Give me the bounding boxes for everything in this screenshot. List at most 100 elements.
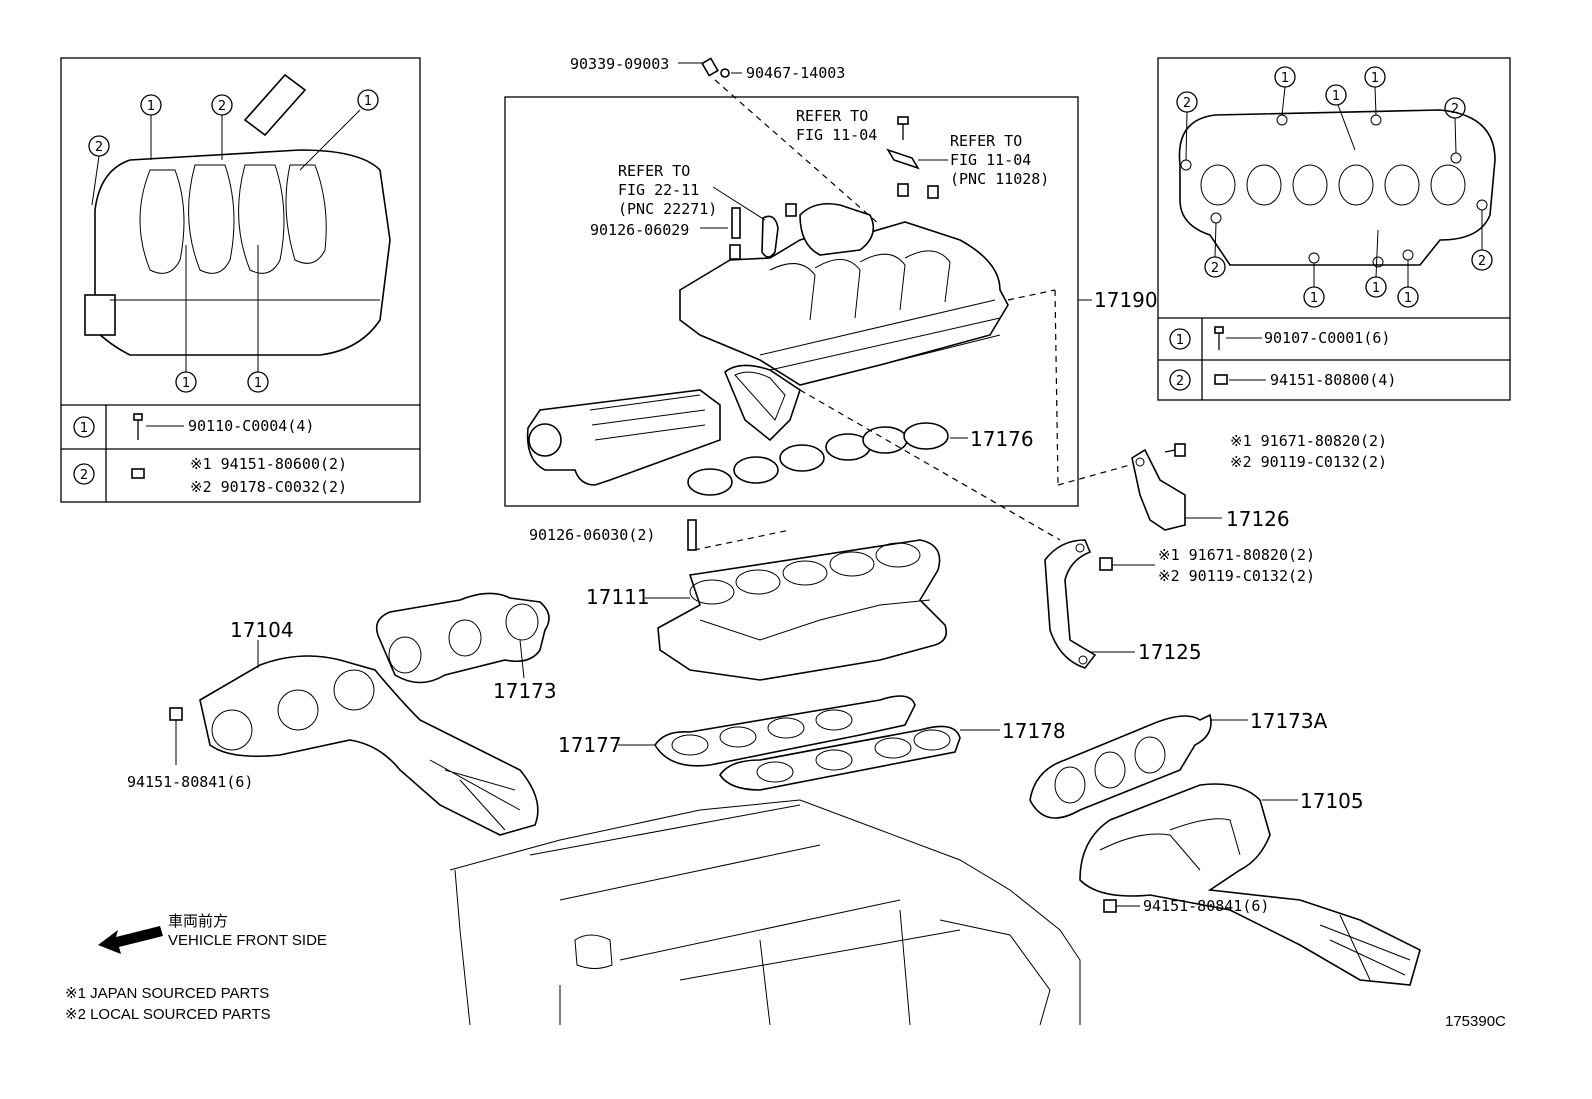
legend-part: 90107-C0001(6) bbox=[1264, 329, 1390, 347]
label-17105: 17105 bbox=[1300, 789, 1364, 813]
callout-circle bbox=[88, 135, 110, 157]
label-17104: 17104 bbox=[230, 618, 294, 642]
callout-number: 1 bbox=[364, 94, 372, 109]
callout-number: 1 bbox=[147, 99, 155, 114]
figure-code: 175390C bbox=[1445, 1013, 1506, 1030]
exhaust-gasket-17173A bbox=[1029, 713, 1248, 819]
o-ring-gaskets bbox=[687, 422, 949, 496]
lower-intake-manifold-17111 bbox=[645, 519, 948, 681]
legend-number: 2 bbox=[80, 468, 88, 483]
nut-icon bbox=[1103, 899, 1117, 913]
label-refer-fig-11-04: REFER TO bbox=[796, 107, 868, 125]
part-labels: 90339-09003 90467-14003 REFER TO FIG 11-… bbox=[127, 55, 1387, 915]
callout-number: 1 bbox=[1371, 71, 1379, 86]
legend-part: ※2 90178-C0032(2) bbox=[190, 478, 347, 496]
intake-manifold-assembly-box bbox=[504, 57, 1131, 541]
filter-screen-icon bbox=[761, 215, 779, 258]
gaskets-17177-17178 bbox=[618, 695, 1000, 791]
label-17126-fastener-2: ※2 90119-C0132(2) bbox=[1230, 453, 1387, 471]
note-local-sourced: ※2 LOCAL SOURCED PARTS bbox=[65, 1006, 271, 1023]
label-17177: 17177 bbox=[558, 733, 622, 757]
bolt-icon bbox=[1214, 326, 1224, 350]
right-inset-legend: 1 90107-C0001(6) 2 94151-80800(4) bbox=[1169, 326, 1396, 391]
bracket-clip-icon bbox=[886, 148, 920, 170]
callout-number: 1 bbox=[1310, 291, 1318, 306]
legend-part: ※1 94151-80600(2) bbox=[190, 455, 347, 473]
label-refer-pnc-22271: REFER TO bbox=[618, 162, 690, 180]
right-inset-gasket-drawing bbox=[1178, 86, 1496, 287]
label-94151-80841-right: 94151-80841(6) bbox=[1143, 897, 1269, 915]
nut-icon bbox=[169, 707, 183, 721]
right-inset: 2 1 1 1 2 2 2 1 1 1 1 90107-C0001(6) 2 9… bbox=[1157, 57, 1511, 401]
throttle-body bbox=[526, 389, 721, 486]
label-17126-fastener-1: ※1 91671-80820(2) bbox=[1230, 432, 1387, 450]
callout-number: 1 bbox=[1281, 71, 1289, 86]
washer-icon bbox=[720, 68, 730, 78]
callout-number: 2 bbox=[95, 140, 103, 155]
right-inset-callouts: 2 1 1 1 2 2 2 1 1 1 bbox=[1176, 66, 1493, 308]
legend-number: 2 bbox=[1176, 374, 1184, 389]
callout-number: 1 bbox=[1372, 281, 1380, 296]
engine-block-outline bbox=[449, 799, 1081, 1026]
label-17125-fastener-2: ※2 90119-C0132(2) bbox=[1158, 567, 1315, 585]
label-17111: 17111 bbox=[586, 585, 650, 609]
callout-number: 1 bbox=[254, 376, 262, 391]
label-17125-fastener-1: ※1 91671-80820(2) bbox=[1158, 546, 1315, 564]
nut-icon bbox=[1214, 374, 1228, 385]
exhaust-manifold-17104 bbox=[169, 640, 539, 836]
cap-icon bbox=[927, 185, 939, 199]
callout-circle bbox=[357, 89, 379, 111]
note-japan-sourced: ※1 JAPAN SOURCED PARTS bbox=[65, 985, 269, 1002]
label-17173: 17173 bbox=[493, 679, 557, 703]
label-refer-pnc-11028: REFER TO bbox=[950, 132, 1022, 150]
label-17126: 17126 bbox=[1226, 507, 1290, 531]
callout-number: 2 bbox=[218, 99, 226, 114]
legend-part: 90110-C0004(4) bbox=[188, 417, 314, 435]
callout-number: 2 bbox=[1183, 96, 1191, 111]
exhaust-gasket-17173 bbox=[375, 592, 550, 684]
exhaust-manifold-17105 bbox=[1079, 783, 1421, 986]
screw-icon bbox=[701, 57, 719, 77]
label-17190: 17190 bbox=[1094, 288, 1158, 312]
callout-number: 1 bbox=[1404, 291, 1412, 306]
callout-number: 1 bbox=[1332, 89, 1340, 104]
callout-circle bbox=[247, 371, 269, 393]
callout-number: 1 bbox=[182, 376, 190, 391]
legend-part: 94151-80800(4) bbox=[1270, 371, 1396, 389]
label-90467-14003: 90467-14003 bbox=[746, 64, 845, 82]
front-direction-indicator: 車両前方 VEHICLE FRONT SIDE bbox=[98, 913, 327, 954]
label-17178: 17178 bbox=[1002, 719, 1066, 743]
label-17173A: 17173A bbox=[1250, 709, 1328, 733]
arrow-left-icon bbox=[98, 926, 163, 954]
bolt-icon bbox=[1099, 557, 1113, 571]
bolt-icon bbox=[897, 116, 909, 140]
callout-circle bbox=[140, 94, 162, 116]
legend-number: 1 bbox=[1176, 333, 1184, 348]
callout-number: 2 bbox=[1451, 102, 1459, 117]
left-inset-manifold-drawing bbox=[84, 73, 391, 372]
label-refer-pnc-22271: (PNC 22271) bbox=[618, 200, 717, 218]
bolt-icon bbox=[1164, 443, 1186, 457]
label-90126-06030: 90126-06030(2) bbox=[529, 526, 655, 544]
label-refer-pnc-11028: FIG 11-04 bbox=[950, 151, 1031, 169]
label-17176: 17176 bbox=[970, 427, 1034, 451]
label-refer-fig-11-04: FIG 11-04 bbox=[796, 126, 877, 144]
left-inset: 1 2 2 1 1 1 1 90110-C0004(4) 2 ※1 94151-… bbox=[60, 57, 421, 503]
direction-jp: 車両前方 bbox=[168, 913, 228, 930]
callout-number: 2 bbox=[1211, 261, 1219, 276]
direction-en: VEHICLE FRONT SIDE bbox=[168, 932, 327, 949]
cap-icon bbox=[897, 183, 909, 197]
label-90339-09003: 90339-09003 bbox=[570, 55, 669, 73]
cap-icon bbox=[729, 244, 741, 260]
nut-icon bbox=[131, 468, 145, 479]
callout-circle bbox=[211, 94, 233, 116]
stud-icon bbox=[731, 207, 741, 239]
stud-icon bbox=[687, 519, 697, 551]
label-refer-pnc-11028: (PNC 11028) bbox=[950, 170, 1049, 188]
left-inset-legend: 1 90110-C0004(4) 2 ※1 94151-80600(2) ※2 … bbox=[73, 413, 347, 496]
bolt-icon bbox=[133, 413, 143, 440]
label-94151-80841-left: 94151-80841(6) bbox=[127, 773, 253, 791]
label-90126-06029: 90126-06029 bbox=[590, 221, 689, 239]
legend-number: 1 bbox=[80, 421, 88, 436]
